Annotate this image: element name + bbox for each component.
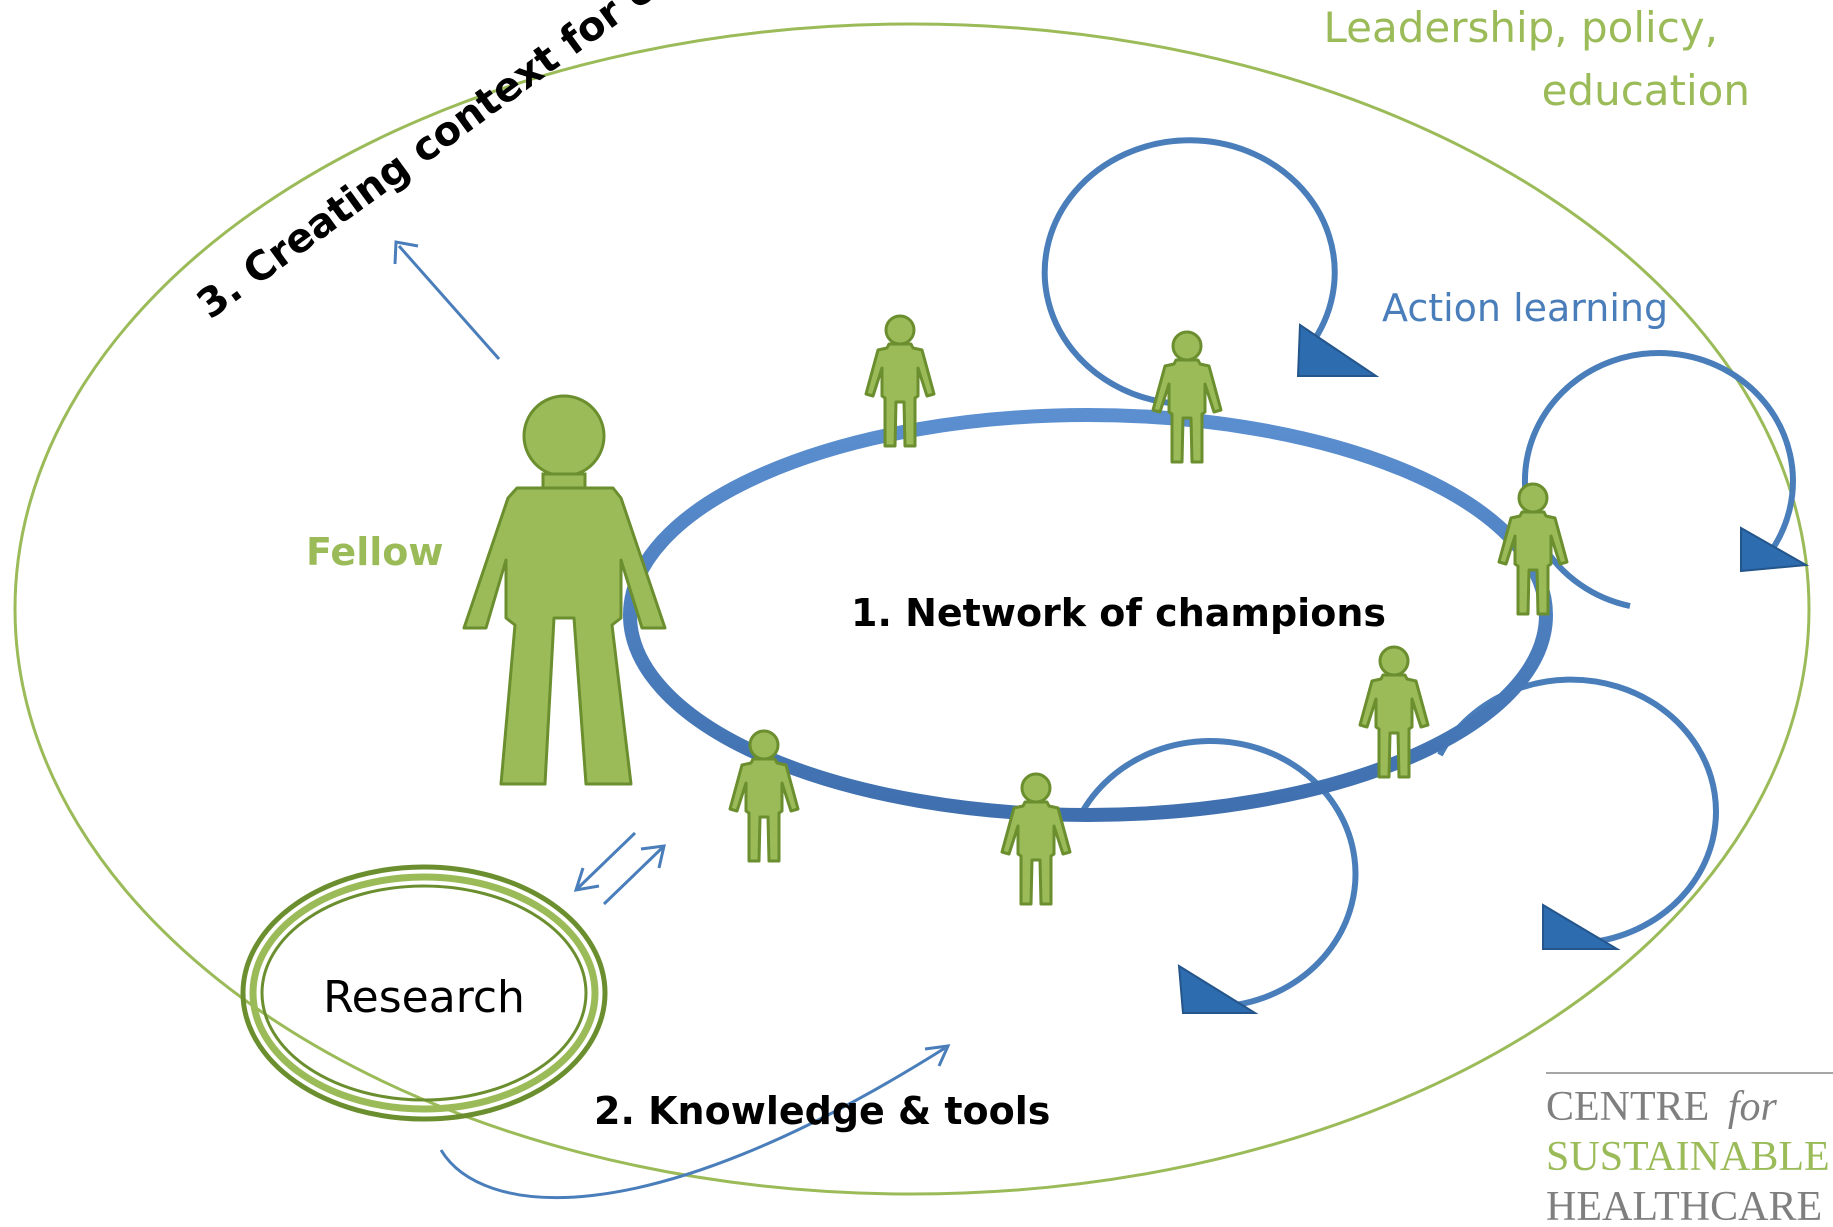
action-loop-bottom: [1077, 738, 1359, 1014]
exchange-arrows: [573, 831, 666, 906]
centre-logo: CENTRE for SUSTAINABLE HEALTHCARE: [1546, 1072, 1833, 1227]
action-loop-right: [1521, 350, 1810, 609]
logo-sustainable: SUSTAINABLE: [1546, 1134, 1830, 1180]
logo-centre: CENTRE: [1546, 1084, 1709, 1130]
logo-healthcare: HEALTHCARE: [1546, 1184, 1822, 1227]
context-arrow: [393, 240, 501, 360]
champion-figure-3: [1497, 482, 1569, 616]
action-learning-label: Action learning: [1382, 286, 1668, 330]
outer-context-label-line2: education: [1542, 66, 1750, 115]
context-ellipse: [13, 22, 1811, 1196]
network-label: 1. Network of champions: [851, 591, 1386, 635]
logo-for: for: [1728, 1084, 1778, 1130]
fellow-figure: [462, 394, 667, 786]
champion-figure-5: [1000, 772, 1072, 906]
svg-text:CENTRE for: CENTRE for: [1546, 1084, 1777, 1130]
knowledge-label: 2. Knowledge & tools: [594, 1089, 1050, 1133]
champion-figure-2: [1151, 330, 1223, 464]
action-loop-top: [1041, 137, 1380, 407]
fellow-label: Fellow: [306, 530, 443, 574]
research-label: Research: [323, 972, 525, 1023]
outer-context-label-line1: Leadership, policy,: [1323, 3, 1718, 52]
research-ellipse: [240, 864, 608, 1122]
knowledge-arrow: [439, 1044, 951, 1199]
creating-context-label: 3. Creating context for change: [189, 0, 775, 328]
